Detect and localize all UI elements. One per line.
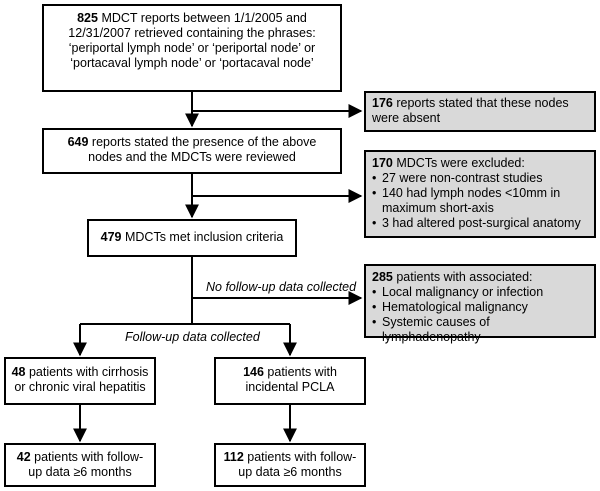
box-incidental-pcla: 146 patients with incidental PCLA (214, 357, 366, 405)
count: 479 (100, 230, 122, 244)
count: 112 (223, 450, 244, 464)
description: MDCTs met inclusion criteria (121, 230, 284, 244)
box-nodes-absent: 176 reports stated that these nodes were… (364, 91, 596, 132)
count: 176 (372, 96, 393, 110)
list-item: 3 had altered post-surgical anatomy (372, 216, 588, 231)
count: 649 (67, 135, 89, 149)
description: patients with incidental PCLA (245, 365, 337, 394)
box-reports-reviewed: 649 reports stated the presence of the a… (42, 128, 342, 174)
description: patients with follow-up data ≥6 months (238, 450, 357, 479)
description: reports stated the presence of the above… (88, 135, 317, 164)
count: 825 (77, 11, 98, 25)
box-reports-retrieved: 825 MDCT reports between 1/1/2005 and 12… (42, 4, 342, 92)
description: patients with follow-up data ≥6 months (28, 450, 144, 479)
count: 285 (372, 270, 393, 284)
count: 42 (16, 450, 31, 464)
description: patients with associated: (392, 270, 533, 284)
exclusion-list: 27 were non-contrast studies 140 had lym… (372, 171, 588, 231)
label-followup: Follow-up data collected (125, 330, 260, 344)
count: 146 (243, 365, 264, 379)
box-associated-causes: 285 patients with associated: Local mali… (364, 264, 596, 344)
list-item: 27 were non-contrast studies (372, 171, 588, 186)
list-item: 140 had lymph nodes <10mm in maximum sho… (372, 186, 588, 216)
description: patients with cirrhosis or chronic viral… (14, 365, 149, 394)
box-cirrhosis: 48 patients with cirrhosis or chronic vi… (4, 357, 156, 405)
box-inclusion-criteria: 479 MDCTs met inclusion criteria (87, 219, 297, 257)
list-item: Systemic causes of lymphadenopathy (372, 315, 588, 345)
box-excluded: 170 MDCTs were excluded: 27 were non-con… (364, 150, 596, 238)
box-followup-pcla: 112 patients with follow-up data ≥6 mont… (214, 443, 366, 487)
description: MDCT reports between 1/1/2005 and 12/31/… (68, 11, 316, 70)
count: 48 (11, 365, 26, 379)
label-no-followup: No follow-up data collected (206, 280, 357, 294)
list-item: Hematological malignancy (372, 300, 588, 315)
count: 170 (372, 156, 393, 170)
list-item: Local malignancy or infection (372, 285, 588, 300)
description: MDCTs were excluded: (392, 156, 525, 170)
causes-list: Local malignancy or infection Hematologi… (372, 285, 588, 345)
description: reports stated that these nodes were abs… (372, 96, 569, 125)
box-followup-cirrhosis: 42 patients with follow-up data ≥6 month… (4, 443, 156, 487)
